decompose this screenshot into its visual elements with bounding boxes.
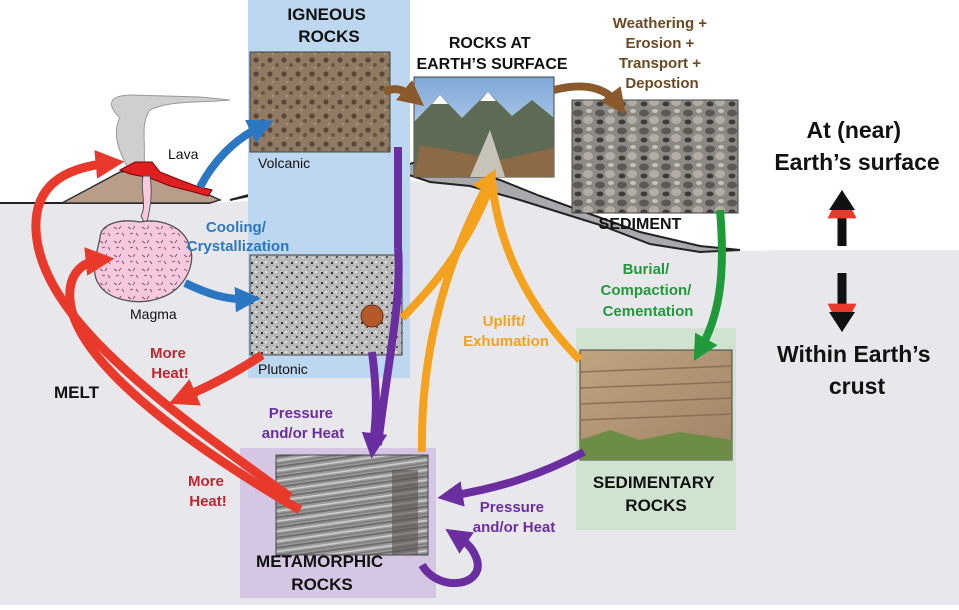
- volcanic-rock-photo: [249, 51, 391, 153]
- label-igneous-rocks: IGNEOUS ROCKS: [287, 5, 370, 46]
- arrow-uplift-from-sedimentary: [488, 181, 583, 363]
- label-burial-line3: Cementation: [603, 303, 694, 320]
- sediment-pebble-photo: [571, 99, 739, 214]
- label-plutonic: Plutonic: [258, 361, 308, 377]
- label-metamorphic-rocks: METAMORPHIC ROCKS: [256, 552, 388, 594]
- label-within-crust-line2: crust: [829, 373, 886, 399]
- label-sedimentary-line2: ROCKS: [625, 496, 686, 515]
- arrow-plutonic-to-metamorphic: [361, 351, 388, 459]
- label-sediment: SEDIMENT: [599, 216, 682, 233]
- label-weathering-line2: Erosion +: [626, 35, 695, 52]
- label-melt: MELT: [54, 383, 100, 402]
- arrow-sediment-to-sedimentary: [693, 209, 726, 362]
- label-burial-line1: Burial/: [623, 261, 671, 278]
- label-uplift-line1: Uplift/: [483, 313, 526, 330]
- label-pressure-heat-1: Pressure and/or Heat: [262, 405, 345, 442]
- label-within-crust-line1: Within Earth’s: [777, 341, 931, 367]
- label-at-surface: At (near) Earth’s surface: [774, 117, 939, 175]
- label-more-heat-1-line1: More: [150, 345, 186, 362]
- arrow-surface-to-sediment: [553, 82, 626, 115]
- arrow-sedimentary-to-metamorphic: [437, 448, 586, 507]
- arrow-metamorphic-loop: [418, 528, 482, 587]
- label-uplift-line2: Exhumation: [463, 333, 549, 350]
- label-weathering: Weathering + Erosion + Transport + Depos…: [613, 15, 712, 92]
- label-more-heat-2-line2: Heat!: [189, 493, 227, 510]
- label-within-crust: Within Earth’s crust: [777, 341, 937, 399]
- label-more-heat-2-line1: More: [188, 473, 224, 490]
- label-rocks-surface: ROCKS AT EARTH’S SURFACE: [416, 35, 567, 73]
- label-igneous-line1: IGNEOUS: [287, 5, 365, 24]
- label-uplift: Uplift/ Exhumation: [463, 313, 549, 350]
- label-pressure-heat-1-line2: and/or Heat: [262, 425, 345, 442]
- label-sedimentary-rocks: SEDIMENTARY ROCKS: [593, 473, 719, 515]
- arrow-magma-to-plutonic: [183, 279, 261, 313]
- arrow-igneous-to-surface: [382, 80, 424, 106]
- label-pressure-heat-1-line1: Pressure: [269, 405, 333, 422]
- label-burial-line2: Compaction/: [600, 282, 692, 299]
- sedimentary-cliff-photo: [579, 349, 733, 461]
- magma-chamber: [93, 220, 193, 303]
- label-more-heat-1-line2: Heat!: [151, 365, 189, 382]
- label-burial: Burial/ Compaction/ Cementation: [600, 261, 695, 320]
- penny-scale: [360, 304, 384, 328]
- label-lava: Lava: [168, 146, 199, 162]
- volcano-smoke: [111, 94, 231, 169]
- label-pressure-heat-2-line2: and/or Heat: [473, 519, 556, 536]
- arrow-uplift-from-metamorphic: [417, 168, 497, 453]
- label-metamorphic-line1: METAMORPHIC: [256, 552, 383, 571]
- arrow-melt-to-magma: [65, 247, 303, 514]
- arrow-plutonic-more-heat: [168, 351, 265, 406]
- label-cooling-line2: Crystallization: [187, 238, 290, 255]
- label-more-heat-2: More Heat!: [188, 473, 228, 510]
- label-rocks-surface-line2: EARTH’S SURFACE: [416, 56, 567, 73]
- label-more-heat-1: More Heat!: [150, 345, 190, 382]
- label-pressure-heat-2-line1: Pressure: [480, 499, 544, 516]
- label-sedimentary-line1: SEDIMENTARY: [593, 473, 716, 492]
- label-weathering-line1: Weathering +: [613, 15, 708, 32]
- mountain-landscape-photo: [413, 76, 555, 178]
- label-at-surface-line1: At (near): [807, 117, 902, 143]
- label-metamorphic-line2: ROCKS: [291, 575, 352, 594]
- label-weathering-line4: Depostion: [625, 75, 698, 92]
- label-weathering-line3: Transport +: [619, 55, 701, 72]
- plutonic-rock-photo: [249, 254, 403, 356]
- arrow-uplift-from-plutonic: [399, 180, 496, 321]
- label-cooling: Cooling/ Crystallization: [187, 219, 290, 255]
- label-volcanic: Volcanic: [258, 155, 310, 171]
- arrow-lava-to-volcanic: [196, 119, 274, 189]
- label-pressure-heat-2: Pressure and/or Heat: [473, 499, 556, 536]
- label-igneous-line2: ROCKS: [298, 27, 359, 46]
- label-cooling-line1: Cooling/: [206, 219, 267, 236]
- arrow-melt-to-volcano: [31, 150, 293, 501]
- label-rocks-surface-line1: ROCKS AT: [449, 35, 531, 52]
- label-at-surface-line2: Earth’s surface: [774, 149, 939, 175]
- label-magma: Magma: [130, 306, 177, 322]
